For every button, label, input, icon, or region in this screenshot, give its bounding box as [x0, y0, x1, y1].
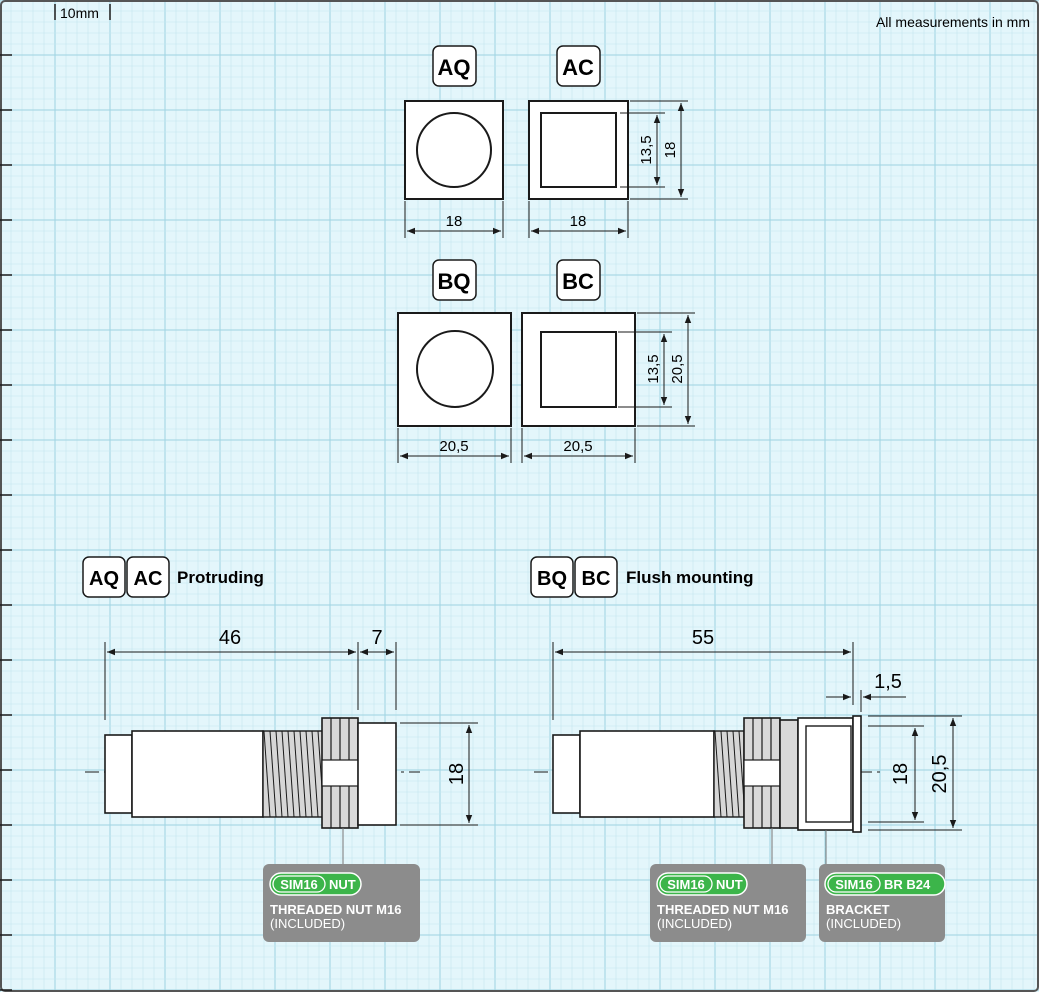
callout-3-pill-code: SIM16 — [835, 877, 873, 892]
callout-2-pill-code: SIM16 — [667, 877, 705, 892]
dim-ac-width-label: 18 — [570, 213, 587, 230]
dim-aq-width — [404, 201, 504, 238]
flush-code-2: BC — [582, 568, 611, 590]
dim-bc-width-label: 20,5 — [563, 438, 592, 455]
front-view-bq — [397, 312, 512, 427]
callout-2-title: THREADED NUT M16 — [657, 902, 788, 917]
dim-ac-width — [528, 201, 629, 238]
flush-thread — [713, 730, 746, 818]
callout-1-pill-code: SIM16 — [280, 877, 318, 892]
badge-bq-text: BQ — [438, 269, 471, 294]
protruding-title: Protruding — [177, 568, 264, 587]
callout-1-subtitle: (INCLUDED) — [270, 916, 345, 931]
dim-bc-width — [521, 428, 636, 463]
scale-label: 10mm — [60, 5, 99, 21]
callout-3-pill-suffix: BR B24 — [884, 877, 931, 892]
callout-1-title: THREADED NUT M16 — [270, 902, 401, 917]
front-view-ac — [528, 100, 629, 200]
protruding-heading: AQ AC Protruding — [82, 556, 264, 598]
dim-flush-flange: 1,5 — [874, 671, 902, 693]
flush-title: Flush mounting — [626, 568, 753, 587]
flush-code-1: BQ — [537, 568, 567, 590]
badge-bc-text: BC — [562, 269, 594, 294]
dim-bc-outer-label: 20,5 — [669, 354, 686, 383]
dim-bc-inner-label: 13,5 — [645, 354, 662, 383]
units-note: All measurements in mm — [876, 14, 1030, 30]
badge-aq-text: AQ — [438, 55, 471, 80]
badge-aq: AQ — [432, 45, 477, 87]
protruding-code-1: AQ — [89, 568, 119, 590]
callout-nut-protruding: SIM16 NUT THREADED NUT M16 (INCLUDED) — [263, 864, 420, 942]
badge-bq: BQ — [432, 259, 477, 301]
flush-dimensions — [552, 642, 962, 831]
callout-2-subtitle: (INCLUDED) — [657, 916, 732, 931]
dim-bq-width-label: 20,5 — [439, 438, 468, 455]
flush-heading: BQ BC Flush mounting — [530, 556, 753, 598]
callout-3-title: BRACKET — [826, 902, 890, 917]
callout-2-pill-suffix: NUT — [716, 877, 743, 892]
protruding-body — [131, 730, 264, 818]
flush-body — [579, 730, 715, 818]
dim-flush-outer-height: 20,5 — [929, 755, 951, 794]
dim-bc-heights — [618, 312, 695, 427]
front-view-aq — [404, 100, 504, 200]
callout-bracket-flush: SIM16 BR B24 BRACKET (INCLUDED) — [819, 864, 946, 942]
dim-ac-inner-label: 13,5 — [638, 135, 655, 164]
flush-body-end — [552, 734, 581, 814]
dim-bq-width — [397, 428, 512, 463]
side-ruler — [0, 54, 12, 991]
dim-aq-width-label: 18 — [446, 213, 463, 230]
flush-nut — [743, 717, 781, 829]
scale-marker — [54, 4, 111, 20]
flush-side-view: 55 1,5 18 20,5 — [534, 627, 962, 864]
badge-ac: AC — [556, 45, 601, 87]
dim-protruding-height: 18 — [446, 763, 468, 785]
callout-nut-flush: SIM16 NUT THREADED NUT M16 (INCLUDED) — [650, 864, 806, 942]
protruding-cap — [357, 722, 397, 826]
badge-bc: BC — [556, 259, 601, 301]
callout-3-subtitle: (INCLUDED) — [826, 916, 901, 931]
protruding-side-view: 46 7 18 — [85, 627, 478, 864]
protruding-nut — [321, 717, 359, 829]
dim-flush-length: 55 — [692, 627, 714, 649]
dim-protruding-length: 46 — [219, 627, 241, 649]
dim-flush-inner-height: 18 — [890, 763, 912, 785]
flush-bracket — [779, 715, 862, 833]
protruding-thread — [262, 730, 325, 818]
front-view-bc — [521, 312, 636, 427]
protruding-dimensions — [104, 642, 478, 826]
protruding-code-2: AC — [134, 568, 163, 590]
badge-ac-text: AC — [562, 55, 594, 80]
dim-ac-heights — [620, 100, 688, 200]
dim-ac-outer-label: 18 — [662, 142, 679, 159]
dim-protruding-cap: 7 — [371, 627, 382, 649]
callout-1-pill-suffix: NUT — [329, 877, 356, 892]
protruding-body-end — [104, 734, 133, 814]
